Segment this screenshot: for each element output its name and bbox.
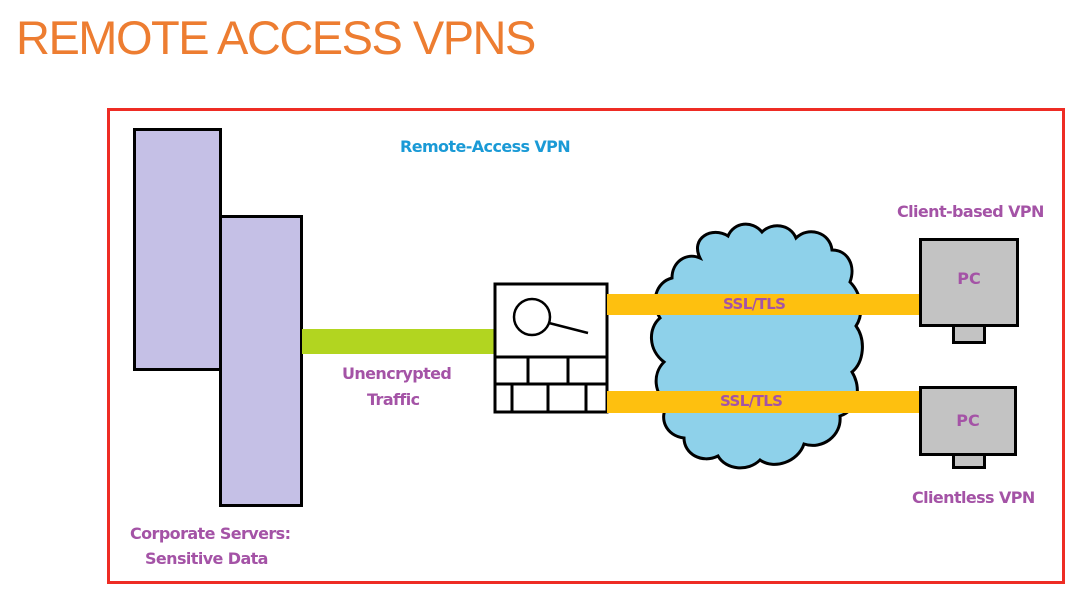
clientless-vpn-label: Clientless VPN [912, 488, 1035, 507]
unencrypted-label-line1: Unencrypted [342, 364, 452, 383]
ssl-tunnel-1-label: SSL/TLS [723, 295, 786, 313]
slide-title: REMOTE ACCESS VPNS [16, 11, 536, 64]
ssl-tunnel-2-label: SSL/TLS [720, 392, 783, 410]
cloud-icon [650, 222, 864, 470]
servers-label-line1: Corporate Servers: [130, 524, 291, 543]
pc-1-stand [952, 324, 986, 344]
diagram-frame [107, 108, 1065, 584]
pc-2-stand [952, 453, 986, 469]
diagram-heading: Remote-Access VPN [400, 137, 571, 156]
client-based-vpn-label: Client-based VPN [897, 202, 1044, 221]
magnifier-icon [512, 297, 589, 337]
pc-1-label: PC [957, 269, 981, 288]
ssl-tunnel-1: SSL/TLS [607, 294, 921, 315]
pc-2-screen: PC [919, 386, 1017, 456]
pc-1-screen: PC [919, 238, 1019, 327]
unencrypted-label-line2: Traffic [367, 390, 420, 409]
ssl-tunnel-2: SSL/TLS [607, 391, 922, 413]
servers-label-line2: Sensitive Data [145, 549, 268, 568]
unencrypted-link [302, 329, 494, 354]
pc-2-label: PC [956, 411, 980, 430]
firewall-inspection-icon [493, 282, 609, 414]
server-tall [133, 128, 222, 371]
server-short [219, 215, 303, 507]
